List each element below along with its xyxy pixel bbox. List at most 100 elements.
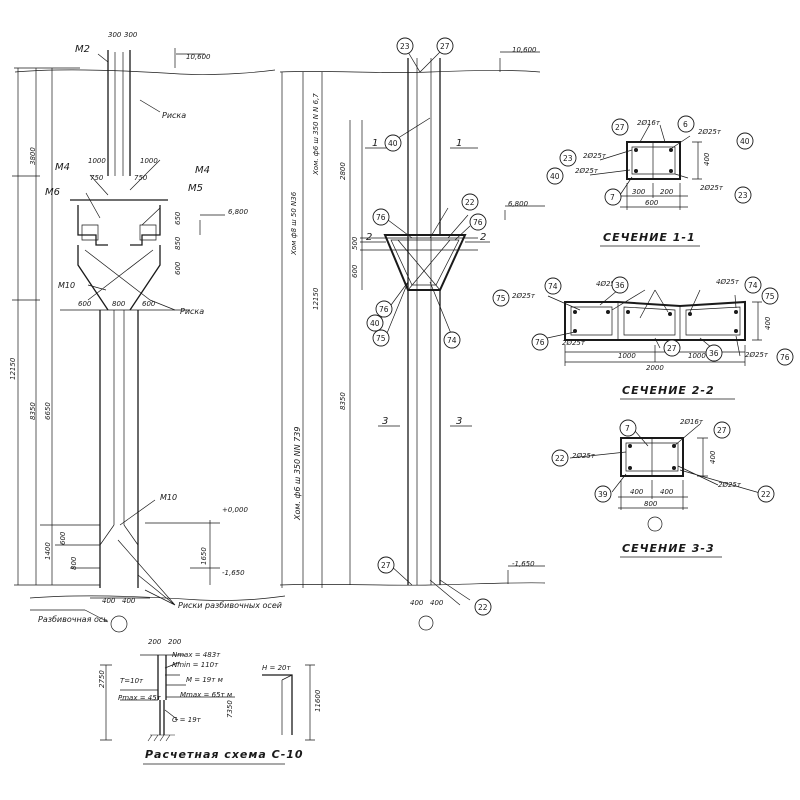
svg-text:76: 76 [376, 213, 386, 222]
section-mark-1b: 1 [456, 138, 462, 149]
section-2-2: 1000 1000 2000 400 2Ø25т 4Ø25т 4Ø25т 2Ø2… [512, 278, 772, 400]
svg-text:40: 40 [370, 319, 380, 328]
dim-400-d: 400 [430, 599, 444, 607]
svg-text:74: 74 [447, 336, 457, 345]
sec1-dim-400: 400 [703, 152, 711, 166]
svg-text:27: 27 [381, 561, 391, 570]
dim-1000-a: 1000 [88, 157, 106, 165]
svg-text:7: 7 [610, 193, 615, 202]
dim-6650: 6650 [44, 402, 52, 420]
callout-s1-2: 40 [736, 132, 754, 150]
column-elevation-2: 10,600 6,800 -1,650 1 1 2 2 3 3 400 400 … [279, 46, 546, 631]
callout-s2-6: 27 [663, 339, 681, 357]
calc-mmax: Mmax = 65т м [180, 691, 233, 699]
label-axis: Разбивочная ось [38, 615, 108, 624]
callout-c2-1: 27 [436, 37, 454, 55]
mark-m5: М5 [188, 183, 203, 194]
svg-text:6: 6 [683, 120, 688, 129]
sec2-dim-2000: 2000 [646, 364, 664, 372]
sec2-rebar-4: 2Ø25т [562, 339, 586, 347]
callout-c2-3: 76 [372, 208, 390, 226]
sec3-rebar-1: 2Ø16т [680, 418, 704, 426]
callout-c2-4: 22 [461, 193, 479, 211]
svg-text:22: 22 [555, 454, 565, 463]
mark-m10-b: М10 [160, 493, 177, 502]
note-stirrups-2: Хом. ф6 ш 350 NN 739 [293, 427, 302, 521]
calc-dim-200-b: 200 [168, 638, 182, 646]
sec3-dim-800: 800 [644, 500, 658, 508]
dim-12150-b: 12150 [312, 287, 320, 310]
callout-s2-3: 75 [492, 289, 510, 307]
svg-text:75: 75 [496, 294, 506, 303]
callout-s1-6: 23 [734, 186, 752, 204]
sec3-rebar-2: 2Ø25т [572, 452, 596, 460]
level-zero: +0,000 [222, 506, 248, 514]
svg-text:23: 23 [563, 154, 573, 163]
dim-300-b: 300 [124, 31, 138, 39]
svg-text:27: 27 [717, 426, 727, 435]
svg-text:22: 22 [761, 490, 771, 499]
dim-400-b: 400 [122, 597, 136, 605]
svg-text:40: 40 [550, 172, 560, 181]
axis-marker-1 [110, 615, 128, 633]
callout-s2-2: 74 [744, 276, 762, 294]
sec3-dim-400-v: 400 [709, 450, 717, 464]
callout-c2-11: 22 [474, 598, 492, 616]
sec1-rebar-2: 2Ø25т [698, 128, 722, 136]
callout-s3-1: 27 [713, 421, 731, 439]
sec1-dim-300: 300 [632, 188, 646, 196]
sec2-callouts: 74 36 74 75 75 76 27 36 76 [492, 276, 794, 366]
dim-8350: 8350 [29, 402, 37, 420]
callout-s2-1: 36 [611, 276, 629, 294]
svg-text:76: 76 [535, 338, 545, 347]
callout-c2-2: 40 [384, 134, 402, 152]
mark-m4b: М4 [195, 165, 210, 176]
level-top: 10,600 [186, 53, 211, 61]
svg-text:39: 39 [598, 490, 608, 499]
calc-nmin: Nmin = 110т [172, 661, 219, 669]
sec1-dim-600: 600 [645, 199, 659, 207]
dim-12150: 12150 [9, 357, 17, 380]
svg-text:27: 27 [615, 123, 625, 132]
dim-500: 500 [351, 236, 359, 250]
calc-nmax: Nmax = 483т [172, 651, 221, 659]
section-mark-2a: 2 [366, 232, 372, 243]
sec2-dim-400: 400 [764, 316, 772, 330]
dim-1650: 1650 [200, 547, 208, 565]
section-mark-3a: 3 [382, 416, 388, 427]
section-3-3: 400 400 800 400 2Ø16т 2Ø25т 2Ø25т СЕЧЕНИ… [569, 418, 761, 558]
sec1-callouts: 27 6 40 23 40 7 23 [546, 115, 754, 206]
callout-c2-9: 74 [443, 331, 461, 349]
mark-m6: М6 [45, 187, 60, 198]
sec2-rebar-1: 2Ø25т [512, 292, 536, 300]
dim-1000-b: 1000 [140, 157, 158, 165]
callout-s3-0: 7 [619, 419, 637, 437]
callout-s2-0: 74 [544, 277, 562, 295]
callout-s3-4: 22 [757, 485, 775, 503]
sec1-title: СЕЧЕНИЕ 1-1 [603, 231, 696, 244]
col2-callouts: 2 3 27 40 76 22 76 76 40 75 74 27 22 [366, 37, 492, 616]
svg-text:76: 76 [780, 353, 790, 362]
section-1-1: 300 200 600 400 2Ø16т 2Ø25т 2Ø25т 2Ø25т … [575, 119, 724, 247]
dim-400-c: 400 [410, 599, 424, 607]
mark-m2: М2 [75, 44, 90, 55]
callout-c2-8: 75 [372, 329, 390, 347]
callout-s1-5: 7 [604, 188, 622, 206]
dim-600-b: 600 [142, 300, 156, 308]
callout-c2-6: 76 [375, 300, 393, 318]
dim-8350-b: 8350 [339, 392, 347, 410]
callout-s2-4: 75 [761, 287, 779, 305]
dim-600-c: 600 [351, 264, 359, 278]
axis-marker-3 [647, 516, 663, 532]
callout-c2-5: 76 [469, 213, 487, 231]
callout-s2-7: 36 [705, 344, 723, 362]
svg-text:22: 22 [478, 603, 488, 612]
mark-m4: М4 [55, 162, 70, 173]
level-bottom: -1,650 [222, 569, 245, 577]
note-stirrups-3: Хом ф8 ш 50 N36 [290, 191, 298, 256]
sec2-dim-1000-a: 1000 [618, 352, 636, 360]
calc-dim-2750: 2750 [98, 670, 106, 688]
note-stirrups-1: Хом. ф6 ш 350 N N 6,7 [312, 93, 320, 176]
label-risk-bottom: Риски разбивочных осей [178, 601, 282, 610]
calc-t: T=10т [120, 677, 144, 685]
